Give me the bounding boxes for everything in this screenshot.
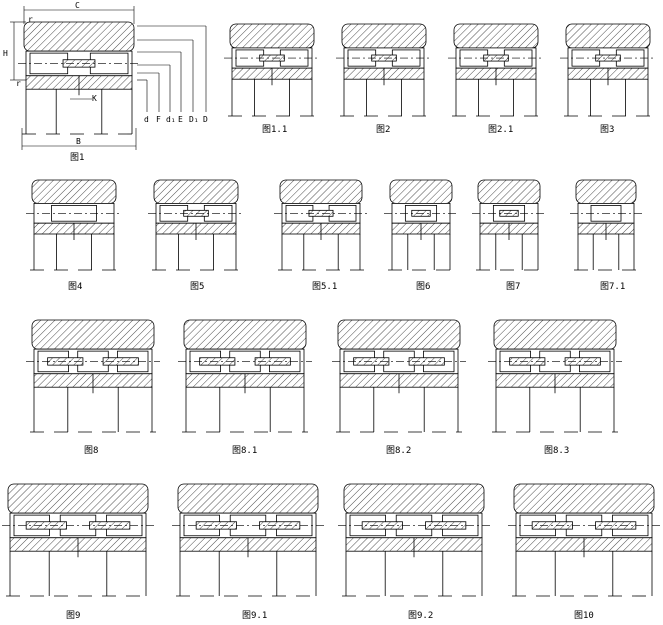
fig-9-1-bearing-section <box>172 483 324 597</box>
caption-fig-4: 图4 <box>68 281 82 292</box>
dim-label-r-top: r <box>28 15 33 24</box>
caption-fig-7-1: 图7.1 <box>600 281 625 292</box>
fig-8-2-bearing-section <box>332 319 466 433</box>
fig-2-bearing-section <box>336 23 432 117</box>
figure-grid <box>2 21 660 597</box>
fig-9-2-bearing-section <box>338 483 490 597</box>
fig-10-bearing-section <box>508 483 660 597</box>
fig-7-bearing-section <box>472 179 546 271</box>
dim-label-r-left: r <box>16 79 21 88</box>
dim-label-c: C <box>75 1 80 10</box>
caption-fig-8-3: 图8.3 <box>544 445 569 456</box>
fig-1-1-bearing-section <box>224 23 320 117</box>
fig-8-3-bearing-section <box>488 319 622 433</box>
fig-5-bearing-section <box>148 179 244 271</box>
fig-2-1-bearing-section <box>448 23 544 117</box>
fig-8-1-bearing-section <box>178 319 312 433</box>
caption-fig-9-2: 图9.2 <box>408 610 433 621</box>
dim-label-k: K <box>92 94 97 103</box>
caption-fig-9: 图9 <box>66 610 80 621</box>
fig-1-bearing-section <box>18 21 140 135</box>
outer-ring <box>493 319 617 350</box>
outer-ring <box>565 23 651 49</box>
outer-ring <box>575 179 637 204</box>
outer-ring <box>229 23 315 49</box>
caption-fig-8: 图8 <box>84 445 98 456</box>
outer-ring <box>477 179 541 204</box>
outer-ring <box>183 319 307 350</box>
caption-fig-1-1: 图1.1 <box>262 124 287 135</box>
fig-5-1-bearing-section <box>274 179 368 271</box>
caption-fig-2: 图2 <box>376 124 390 135</box>
outer-ring <box>177 483 319 514</box>
outer-ring <box>31 179 117 204</box>
fig1-dimensions <box>10 6 207 150</box>
outer-ring <box>341 23 427 49</box>
dim-label-d1-outer: D₁ <box>189 115 199 124</box>
caption-fig-2-1: 图2.1 <box>488 124 513 135</box>
dim-label-b: B <box>76 137 81 146</box>
fig1-dimension-labels: C B H K r r d F d₁ E D₁ D <box>3 1 208 146</box>
caption-fig-5-1: 图5.1 <box>312 281 337 292</box>
caption-fig-8-1: 图8.1 <box>232 445 257 456</box>
dim-label-d: d <box>144 115 149 124</box>
outer-ring <box>343 483 485 514</box>
outer-ring <box>31 319 155 350</box>
fig-3-bearing-section <box>560 23 656 117</box>
outer-ring <box>513 483 655 514</box>
dim-label-f: F <box>156 115 161 124</box>
caption-fig-5: 图5 <box>190 281 204 292</box>
outer-ring <box>337 319 461 350</box>
outer-ring <box>153 179 239 204</box>
outer-ring <box>279 179 363 204</box>
dim-label-d1: d₁ <box>166 115 176 124</box>
dim-label-h: H <box>3 49 8 58</box>
caption-fig-9-1: 图9.1 <box>242 610 267 621</box>
caption-fig-6: 图6 <box>416 281 430 292</box>
fig-7-1-bearing-section <box>570 179 642 271</box>
caption-fig-3: 图3 <box>600 124 614 135</box>
dim-label-e: E <box>178 115 183 124</box>
fig-4-bearing-section <box>26 179 122 271</box>
outer-ring <box>23 21 135 52</box>
caption-fig-1: 图1 <box>70 152 84 163</box>
outer-ring <box>7 483 149 514</box>
outer-ring <box>389 179 453 204</box>
outer-ring <box>453 23 539 49</box>
caption-fig-7: 图7 <box>506 281 520 292</box>
fig-6-bearing-section <box>384 179 458 271</box>
fig-9-bearing-section <box>2 483 154 597</box>
caption-fig-10: 图10 <box>574 610 594 621</box>
dim-label-d-outer: D <box>203 115 208 124</box>
figure-captions: 图1 图1.1 图2 图2.1 图3 图4 图5 图5.1 图6 图7 图7.1… <box>66 124 625 621</box>
fig-8-bearing-section <box>26 319 160 433</box>
caption-fig-8-2: 图8.2 <box>386 445 411 456</box>
